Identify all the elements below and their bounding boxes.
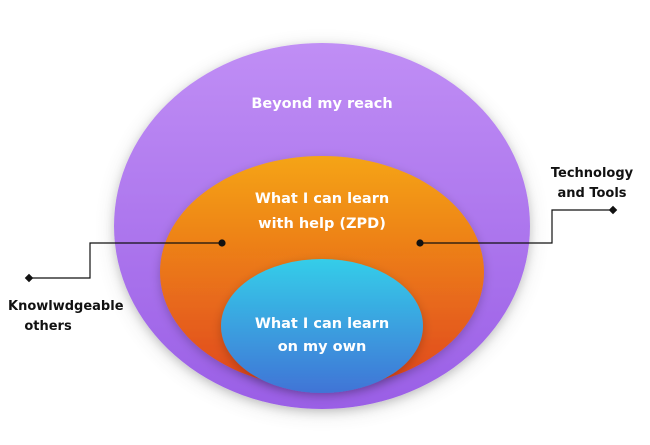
outer-zone-label: Beyond my reach	[251, 96, 392, 112]
left-connector-line	[29, 242, 222, 279]
left-connector-diamond	[24, 273, 34, 283]
middle-zone-label-line2: with help (ZPD)	[258, 216, 386, 232]
inner-zone-label-line1: What I can learn	[255, 316, 389, 332]
left-connector-dot-inner	[218, 239, 226, 247]
left-callout-label-line2: others	[24, 319, 72, 334]
zone-on-my-own	[221, 259, 423, 393]
middle-zone-label-line1: What I can learn	[255, 191, 389, 207]
right-connector-line	[420, 209, 613, 244]
right-connector-diamond	[608, 205, 618, 215]
right-connector-dot-inner	[416, 239, 424, 247]
inner-zone-label-line2: on my own	[278, 339, 367, 355]
right-callout-label-line2: and Tools	[557, 186, 626, 201]
left-connector	[24, 239, 226, 283]
right-callout-label-line1: Technology	[551, 166, 634, 181]
left-callout-label-line1: Knowlwdgeable	[8, 299, 124, 314]
